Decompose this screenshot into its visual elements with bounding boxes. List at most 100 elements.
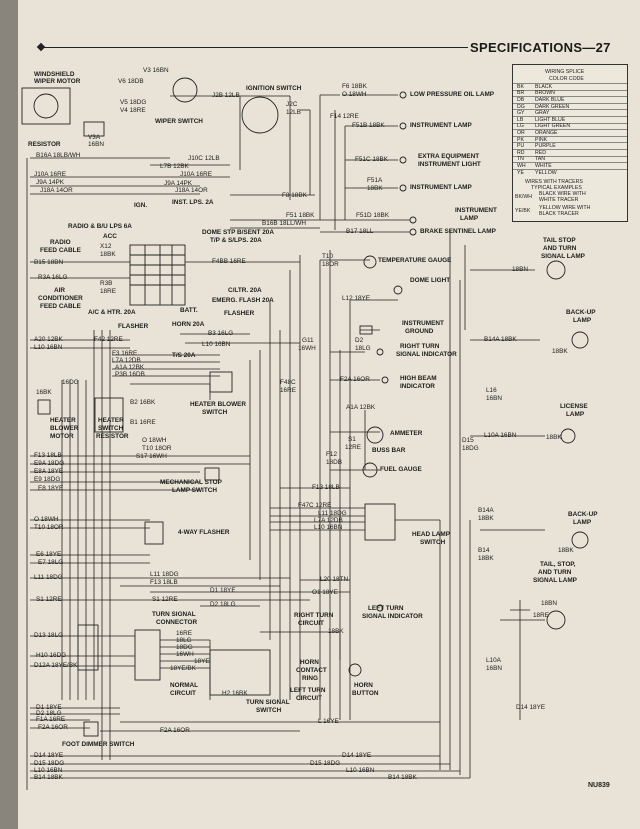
wire-f51b: F51B 18BK (352, 122, 385, 129)
label-license-lamp: LAMP (566, 411, 585, 418)
legend-row-divider (513, 122, 627, 124)
legend-color-name: BROWN (535, 90, 555, 97)
label-fuel-gauge: FUEL GAUGE (380, 466, 422, 473)
label-high-beam-indicator: INDICATOR (400, 383, 435, 390)
wire-e8: E8 18YE (38, 485, 64, 492)
label-backup-lamp-1b: LAMP (573, 317, 592, 324)
label-tail-signal-lamp-2: SIGNAL LAMP (533, 577, 577, 584)
wire-s1: S1 (348, 436, 356, 443)
wire-s1-mid: S1 12RE (152, 596, 178, 603)
label-right-circuit: CIRCUIT (298, 620, 324, 627)
legend-row-divider (513, 168, 627, 170)
wire-18ye-bk: 18YE/BK (170, 665, 196, 672)
label-instrument-light: INSTRUMENT LIGHT (418, 161, 481, 168)
wire-f2a-low: F2A 16OR (160, 727, 190, 734)
legend-example2-code: YE/BK (515, 208, 531, 214)
legend-note-tracers: WIRES WITH TRACERS (525, 179, 583, 185)
wire-l16-gauge: 16BN (486, 395, 502, 402)
wire-g11: G11 (302, 337, 314, 344)
wire-d2-left: D2 18LG (36, 710, 62, 717)
label-instrument-ground: INSTRUMENT (402, 320, 444, 327)
legend-row-divider (513, 155, 627, 157)
wire-l10a-low-gauge: 16BN (486, 665, 502, 672)
wire-t10: T10 (322, 253, 334, 260)
legend-color-name: BLACK (535, 83, 553, 90)
wire-v4: V4 18RE (120, 107, 146, 114)
wire-18lg: 18LG (176, 637, 192, 644)
label-horn-button: HORN (354, 682, 373, 689)
label-tail-stop-2: TAIL, STOP, (540, 561, 576, 568)
label-flasher-1: FLASHER (224, 310, 255, 317)
wire-16wh: 16WH (176, 651, 194, 658)
page-title: SPECIFICATIONS—27 (470, 40, 611, 55)
wire-l10: L10 16BN (202, 341, 231, 348)
wire-p3b: P3B 16DB (115, 371, 145, 378)
legend-color-name: YELLOW (535, 169, 557, 176)
label-wiper-motor: WIPER MOTOR (34, 78, 81, 85)
legend-code: DG (517, 103, 525, 110)
wire-18bk-r2: 18BK (546, 434, 562, 441)
wire-f3: F3 16RE (112, 350, 138, 357)
legend-code: YE (517, 169, 524, 176)
legend-subtitle: COLOR CODE (549, 76, 584, 82)
label-lamp-switch: LAMP SWITCH (172, 487, 217, 494)
wire-j18a-left: J18A 14OR (40, 187, 73, 194)
label-turn-signal: TURN SIGNAL (152, 611, 196, 618)
label-acc: ACC (103, 233, 117, 240)
wire-l10-bottom-left: L10 16BN (34, 767, 63, 774)
legend-color-name: TAN (535, 156, 545, 163)
label-tps: T/P & S/LPS. 20A (210, 237, 262, 244)
label-backup-lamp-2b: LAMP (573, 519, 592, 526)
legend-color-name: RED (535, 149, 546, 156)
wire-b2: B2 16BK (130, 399, 156, 406)
label-left-turn-indicator: SIGNAL INDICATOR (362, 613, 423, 620)
wire-s1-gauge: 12RE (345, 444, 361, 451)
label-tail-stop: TAIL STOP (543, 237, 576, 244)
label-instrument-lamp-2: INSTRUMENT LAMP (410, 184, 472, 191)
wire-d2-gauge: 18LG (355, 345, 371, 352)
label-right-turn-indicator: SIGNAL INDICATOR (396, 351, 457, 358)
label-ts-switch: SWITCH (256, 707, 282, 714)
legend-code: LB (517, 116, 524, 123)
legend-code: DB (517, 97, 525, 103)
wire-g11-gauge: 16WH (298, 345, 316, 352)
legend-code: BR (517, 90, 525, 97)
wire-18re-right: 18RE (533, 612, 549, 619)
wire-r3a: R3A 16LG (38, 274, 68, 281)
legend-color-name: PINK (535, 136, 548, 143)
wire-l11: L11 18DG (318, 510, 347, 517)
wire-d14-bottom: D14 18YE (342, 752, 372, 759)
legend-example1-line1: BLACK WIRE WITH (539, 191, 586, 197)
wire-b14a-low-gauge: 18BK (478, 515, 494, 522)
legend-row-divider (513, 83, 627, 84)
label-low-oil-lamp: LOW PRESSURE OIL LAMP (410, 91, 495, 98)
label-heater-blower-switch: SWITCH (202, 409, 228, 416)
label-heater: HEATER (50, 417, 76, 424)
legend-color-name: DARK GREEN (535, 103, 570, 110)
label-radio: RADIO (50, 239, 71, 246)
wire-f51c: F51C 18BK (355, 156, 389, 163)
legend-code: PK (517, 136, 524, 143)
label-buss-bar: BUSS BAR (372, 447, 406, 454)
label-brake-sentinel: BRAKE SENTINEL LAMP (420, 228, 496, 235)
binding-spine (0, 0, 18, 829)
wire-b14-bottom: B14 18BK (388, 774, 417, 781)
label-4way-flasher: 4-WAY FLASHER (178, 529, 230, 536)
wire-o1: O1 18YE (312, 589, 338, 596)
legend-color-name: WHITE (535, 163, 552, 169)
wire-j9a: J9A 14PK (164, 180, 193, 187)
label-left-turn: LEFT TURN (368, 605, 404, 612)
label-air: AIR (54, 287, 66, 294)
legend-example1-line2: WHITE TRACER (539, 197, 579, 203)
label-normal: NORMAL (170, 682, 199, 689)
header-rule (44, 47, 468, 48)
legend-code: TN (517, 156, 524, 163)
wire-l-16ye: L 16YE (318, 718, 339, 725)
wire-f48c: F48C (280, 379, 296, 386)
wire-d14-left: D14 18YE (34, 752, 64, 759)
label-resistor: RESISTOR (28, 141, 61, 148)
legend-example2-line2: BLACK TRACER (539, 211, 579, 217)
